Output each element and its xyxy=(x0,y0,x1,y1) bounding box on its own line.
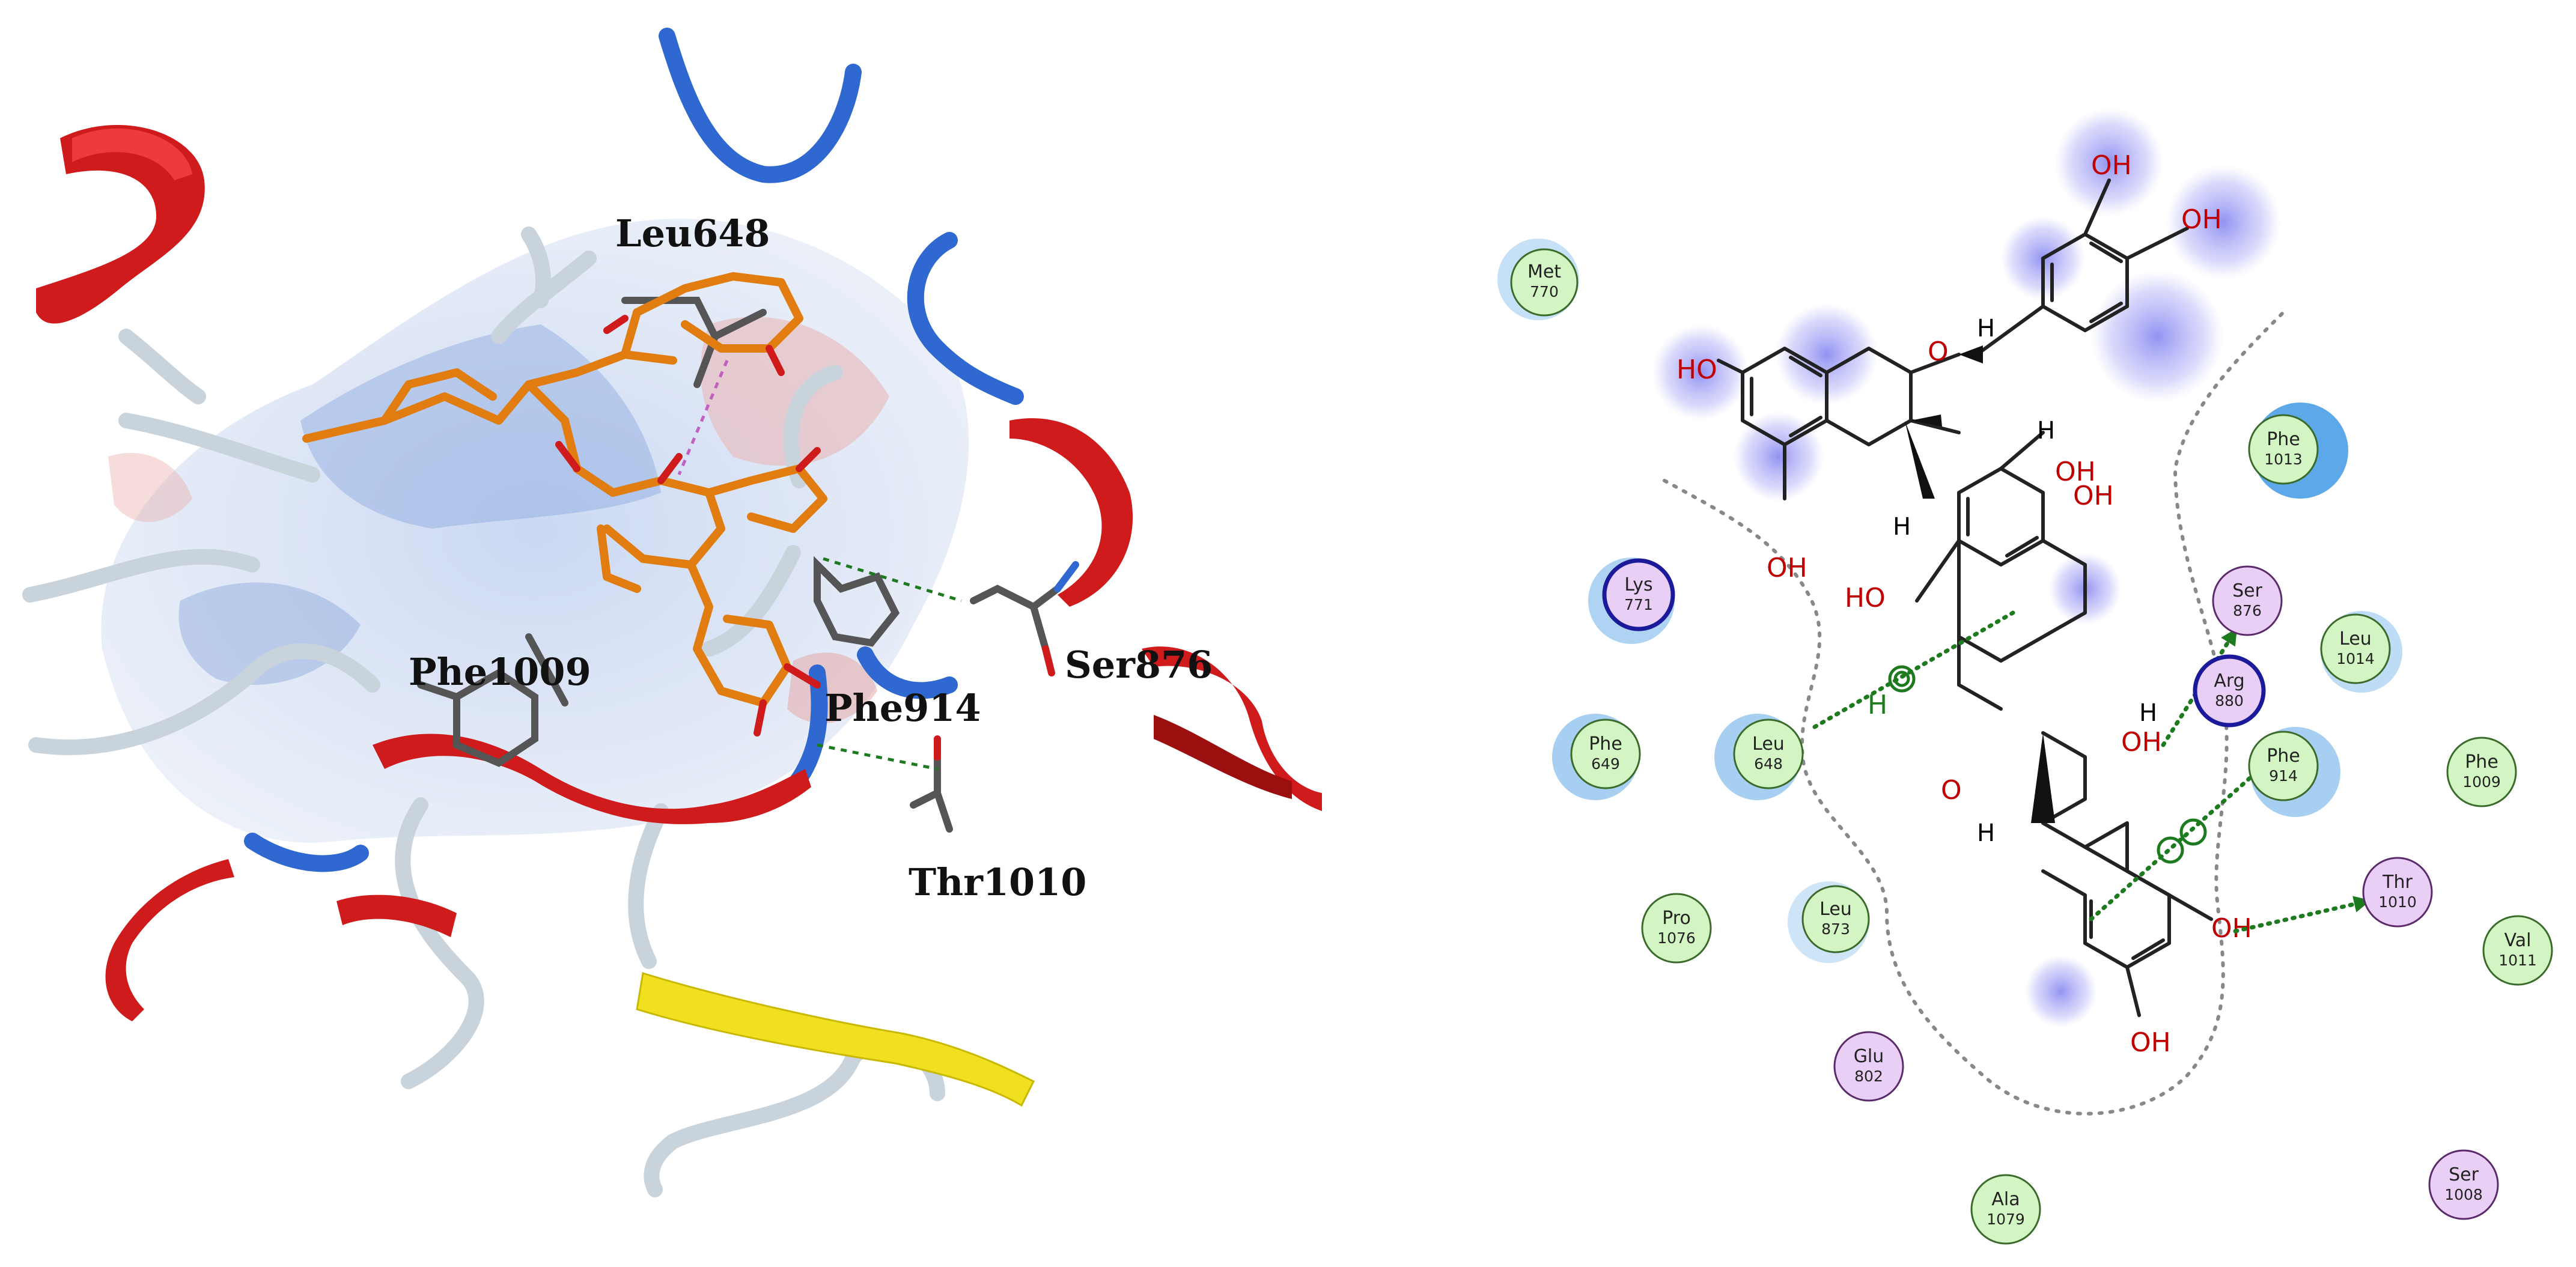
residue-lys771: Lys 771 xyxy=(1588,558,1675,644)
atom-h-1: H xyxy=(1977,315,1995,342)
svg-text:914: 914 xyxy=(2269,767,2298,785)
svg-text:H: H xyxy=(1868,690,1887,720)
residue-leu1014: Leu 1014 xyxy=(2320,611,2402,693)
interaction-glyphs: H xyxy=(1868,665,2207,864)
svg-text:Ser: Ser xyxy=(2232,580,2263,601)
ligand-oxygens xyxy=(555,315,821,737)
svg-text:Phe: Phe xyxy=(2267,429,2300,450)
svg-text:Leu: Leu xyxy=(2339,628,2372,649)
svg-text:Phe: Phe xyxy=(2465,752,2498,773)
svg-text:876: 876 xyxy=(2233,602,2262,619)
svg-text:1079: 1079 xyxy=(1987,1211,2025,1228)
ligand-2d-skeleton xyxy=(1717,178,2213,1017)
residue-phe1009: Phe 1009 xyxy=(2446,737,2517,807)
svg-text:1013: 1013 xyxy=(2264,451,2303,468)
residue-discs: Met 770 Lys 771 Phe 649 Leu xyxy=(1497,239,2553,1245)
label-thr1010: Thr1010 xyxy=(909,860,1086,904)
atom-oh-6: OH xyxy=(2121,727,2162,758)
atom-h-5: H xyxy=(1977,819,1995,847)
label-leu648: Leu648 xyxy=(615,211,770,255)
svg-text:1014: 1014 xyxy=(2336,650,2375,667)
pocket-outline xyxy=(1663,311,2285,1116)
svg-text:Leu: Leu xyxy=(1752,734,1785,755)
atom-o-1: O xyxy=(1928,336,1949,367)
svg-text:1011: 1011 xyxy=(2498,952,2537,969)
svg-text:Phe: Phe xyxy=(2267,746,2300,767)
residue-pro1076: Pro 1076 xyxy=(1641,893,1712,964)
svg-text:880: 880 xyxy=(2215,692,2244,709)
residue-phe1013: Phe 1013 xyxy=(2248,403,2348,499)
sidechain-oxygens xyxy=(934,561,1079,761)
svg-text:Ser: Ser xyxy=(2449,1164,2479,1185)
ligand-atom-labels: OH OH HO O H H OH OH H OH HO H OH O H OH… xyxy=(1676,150,2252,1058)
residue-val1011: Val 1011 xyxy=(2482,915,2553,986)
binding-pocket-surface xyxy=(101,219,969,843)
svg-text:649: 649 xyxy=(1591,755,1620,773)
atom-ho-1: HO xyxy=(1676,354,1717,385)
svg-text:Val: Val xyxy=(2504,930,2532,951)
svg-text:Pro: Pro xyxy=(1662,908,1691,929)
svg-text:802: 802 xyxy=(1854,1068,1883,1085)
pi-pi-phe914 xyxy=(2089,773,2256,922)
svg-text:Phe: Phe xyxy=(1589,734,1622,755)
residue-ser1008: Ser 1008 xyxy=(2428,1149,2499,1220)
residue-glu802: Glu 802 xyxy=(1833,1031,1904,1102)
stereo-wedges xyxy=(1905,345,2055,823)
pi-h-leu648 xyxy=(1812,610,2015,729)
residue-ala1079: Ala 1079 xyxy=(1970,1174,2041,1245)
label-phe1009: Phe1009 xyxy=(409,650,591,694)
atom-oh-2: OH xyxy=(2181,204,2222,235)
svg-text:Glu: Glu xyxy=(1854,1046,1884,1067)
atom-h-2: H xyxy=(2037,417,2055,445)
residue-thr1010: Thr 1010 xyxy=(2362,857,2433,928)
label-phe914: Phe914 xyxy=(824,686,981,730)
svg-text:Ala: Ala xyxy=(1991,1189,2020,1210)
residue-phe649: Phe 649 xyxy=(1552,714,1641,800)
svg-text:Met: Met xyxy=(1527,261,1561,282)
atom-ho-2: HO xyxy=(1845,583,1886,613)
svg-text:1076: 1076 xyxy=(1657,929,1696,947)
hbond-thr1010 xyxy=(2233,896,2371,934)
svg-text:Thr: Thr xyxy=(2382,872,2413,893)
svg-text:Arg: Arg xyxy=(2214,670,2244,691)
atom-oh-8: OH xyxy=(2130,1027,2171,1058)
residue-phe914: Phe 914 xyxy=(2248,727,2340,817)
residue-labels-3d: Leu648 Phe1009 Phe914 Ser876 Thr1010 xyxy=(409,211,1213,904)
atom-oh-5: OH xyxy=(1767,553,1807,583)
svg-text:648: 648 xyxy=(1754,755,1783,773)
residue-leu873: Leu 873 xyxy=(1788,881,1870,963)
beta-strand xyxy=(636,972,1035,1107)
atom-oh-1: OH xyxy=(2091,150,2132,181)
svg-text:770: 770 xyxy=(1530,283,1559,300)
residue-arg880: Arg 880 xyxy=(2193,654,2266,728)
interaction-dashes xyxy=(677,360,962,771)
residue-leu648: Leu 648 xyxy=(1714,714,1804,800)
atom-h-3: H xyxy=(1893,513,1911,541)
docking-3d-view: Leu648 Phe1009 Phe914 Ser876 Thr1010 xyxy=(22,28,1322,1197)
ligand-sticks xyxy=(302,272,827,707)
atom-oh-4: OH xyxy=(2073,481,2114,511)
label-ser876: Ser876 xyxy=(1065,643,1213,687)
interaction-2d-diagram: OH OH HO O H H OH OH H OH HO H OH O H OH… xyxy=(1497,108,2553,1245)
atom-h-4: H xyxy=(2139,699,2157,727)
atom-o-2: O xyxy=(1941,775,1962,806)
svg-text:Lys: Lys xyxy=(1624,574,1652,595)
ligand-solvent-halos xyxy=(1652,108,2280,1027)
svg-text:1010: 1010 xyxy=(2378,893,2417,911)
svg-text:1008: 1008 xyxy=(2444,1186,2483,1203)
atom-oh-3: OH xyxy=(2055,457,2096,487)
svg-text:873: 873 xyxy=(1821,920,1850,938)
svg-text:771: 771 xyxy=(1624,596,1653,613)
svg-text:1009: 1009 xyxy=(2462,773,2501,791)
residue-met770: Met 770 xyxy=(1497,239,1579,320)
svg-text:Leu: Leu xyxy=(1819,899,1852,920)
residue-ser876: Ser 876 xyxy=(2212,565,2283,636)
